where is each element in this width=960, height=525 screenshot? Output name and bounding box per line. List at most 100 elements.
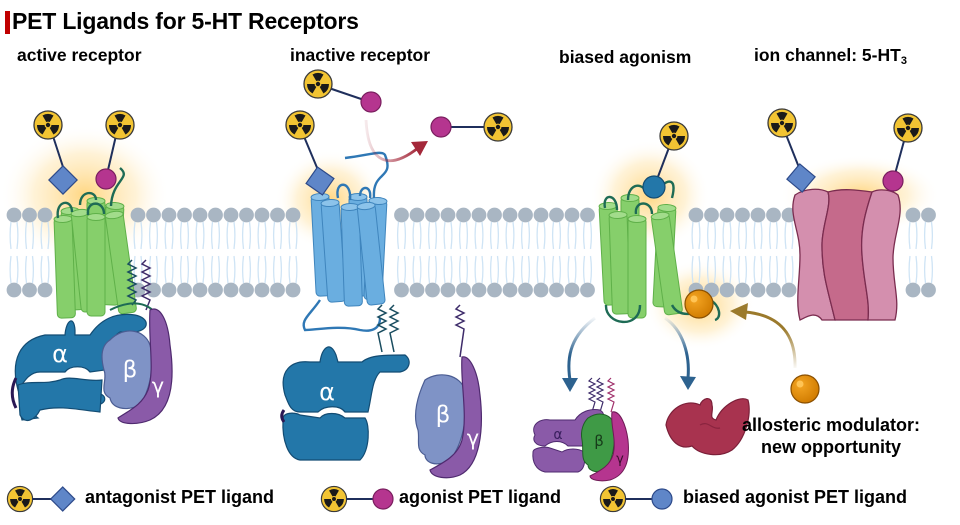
lipid-tail (744, 255, 748, 284)
lipid-tail (589, 255, 593, 284)
lipid-head (921, 282, 936, 298)
radioactive-trefoil-icon (303, 69, 333, 99)
signaling-arrow-g-protein (567, 316, 596, 381)
lipid-head (781, 282, 797, 298)
lipid-head (223, 207, 239, 223)
lipid-tail (24, 221, 28, 250)
lipid-tail (691, 221, 694, 250)
lipid-tail (164, 221, 167, 250)
lipid-tail (744, 221, 748, 250)
lipid-tail (140, 255, 143, 284)
lipid-head (146, 207, 161, 223)
gamma-subunit-label: γ (152, 374, 164, 398)
radioactive-trefoil-icon (6, 485, 34, 513)
lipid-tail (505, 221, 508, 250)
lipid-head (456, 207, 471, 223)
lipid-tail (179, 221, 183, 250)
lipid-tail (496, 221, 500, 250)
lipid-tail (567, 255, 570, 284)
lipid-head (502, 282, 518, 298)
lipid-tail (551, 255, 555, 284)
lipid-tail (775, 221, 779, 250)
lipid-tail (419, 221, 422, 250)
lipid-tail (722, 255, 725, 284)
lipid-tail (691, 255, 694, 284)
lipid-head (564, 207, 580, 223)
lipid-tail (791, 255, 794, 284)
agonist-ligand-circle (882, 170, 904, 192)
circle-icon (372, 488, 394, 510)
lipid-head (750, 207, 766, 223)
lipid-tail (31, 255, 35, 284)
lipid-tail (443, 255, 446, 284)
lipid-tail (217, 221, 221, 250)
lipid-tail (706, 255, 710, 284)
lipid-tail (396, 255, 400, 284)
lipid-tail (450, 255, 453, 284)
allosteric-binding-arrow (744, 310, 797, 369)
lipid-tail (264, 255, 267, 284)
lipid-tail (450, 221, 453, 250)
lipid-tail (713, 255, 717, 284)
lipid-tail (908, 221, 911, 250)
lipid-tail (210, 255, 214, 284)
lipid-tail (210, 221, 214, 250)
lipid-tail (31, 221, 35, 250)
lipid-head (177, 207, 192, 223)
lipid-head (905, 207, 921, 223)
lipid-tail (574, 255, 577, 284)
lipid-head (735, 207, 750, 223)
lipid-tail (558, 221, 562, 250)
lipid-head (285, 207, 301, 223)
lipid-tail (164, 255, 167, 284)
lipid-tail (536, 255, 539, 284)
lipid-tail (760, 255, 763, 284)
radioactive-trefoil-icon (33, 110, 63, 140)
lipid-tail (24, 255, 28, 284)
lipid-head (704, 207, 719, 223)
gamma-subunit-label: γ (467, 426, 479, 450)
lipid-tail (40, 221, 43, 250)
allosteric-caption-line1: allosteric modulator: (742, 415, 921, 435)
lipid-tail (698, 255, 701, 284)
lipid-tail (706, 221, 710, 250)
lipid-tail (233, 221, 236, 250)
lipid-head (254, 282, 270, 298)
lipid-head (533, 282, 549, 298)
g-protein-inactive: α β γ (280, 346, 482, 479)
lipid-tail (412, 255, 415, 284)
lipid-tail (427, 221, 431, 250)
lipid-tail (47, 255, 50, 284)
lipid-tail (226, 221, 229, 250)
lipid-tail (434, 221, 438, 250)
lipid-tail (272, 255, 276, 284)
lipid-tail (40, 255, 43, 284)
lipid-head (270, 207, 285, 223)
legend (6, 485, 673, 513)
lipid-tail (248, 221, 252, 250)
beta-arrestin (665, 398, 750, 456)
allosteric-modulator-bound (684, 289, 714, 319)
figure-title: PET Ligands for 5-HT Receptors (12, 8, 359, 34)
lipid-tail (288, 221, 291, 250)
lipid-tail (403, 255, 407, 284)
lipid-tail (791, 221, 794, 250)
lipid-tail (47, 221, 50, 250)
lipid-tail (16, 221, 19, 250)
lipid-tail (558, 255, 562, 284)
radioactive-trefoil-icon (659, 121, 689, 151)
lipid-head (409, 282, 425, 298)
arrow-head (411, 141, 428, 156)
lipid-tail (775, 255, 779, 284)
lipid-head (440, 207, 456, 223)
lipid-tail (217, 255, 221, 284)
lipid-head (487, 282, 502, 298)
lipid-tail (171, 255, 174, 284)
lipid-head (518, 282, 533, 298)
lipid-tail (434, 255, 438, 284)
lipid-tail (241, 221, 245, 250)
lipid-head (518, 207, 533, 223)
lipid-tail (505, 255, 508, 284)
lipid-head (921, 207, 936, 223)
antagonist-ligand-diamond (48, 165, 78, 195)
